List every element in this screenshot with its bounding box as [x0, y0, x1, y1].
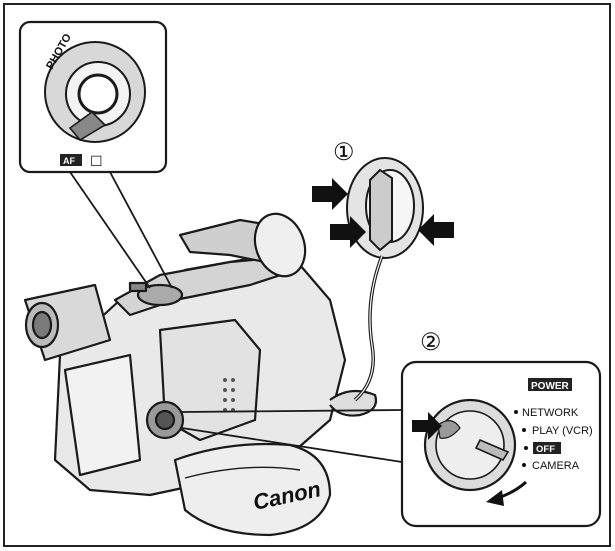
off-tag: OFF — [536, 444, 555, 455]
mode-network-label: NETWORK — [522, 407, 579, 419]
outer-frame — [3, 3, 611, 547]
step-1-number: ① — [333, 139, 355, 166]
hand-strap — [173, 442, 332, 537]
top-mode-switch — [136, 283, 184, 307]
photo-switch-detail: PHOTO AF ☐ — [18, 20, 168, 174]
card-mark: ☐ — [90, 153, 103, 169]
mode-camera-label: CAMERA — [532, 460, 580, 472]
lens-cap — [346, 157, 424, 402]
camcorder-illustration — [23, 212, 378, 537]
dial-pointer — [474, 438, 510, 462]
power-dial-detail: POWER NETWORK PLAY (VCR) OFF CAMERA — [400, 360, 602, 528]
dial-leader-lines — [181, 409, 403, 463]
dial-push-arrow — [412, 412, 442, 440]
arrow-left-top — [312, 178, 348, 210]
step-2-number: ② — [420, 329, 442, 356]
inset-leader-lines — [69, 171, 173, 289]
squeeze-arrows — [312, 178, 454, 248]
power-tag: POWER — [531, 381, 570, 392]
arrow-left-bottom — [330, 216, 366, 248]
arrow-right — [418, 214, 454, 246]
dial-rotate-arrow — [486, 490, 504, 506]
af-mark: AF — [63, 156, 75, 166]
vent-dots — [223, 378, 235, 412]
mode-play-label: PLAY (VCR) — [532, 425, 593, 437]
